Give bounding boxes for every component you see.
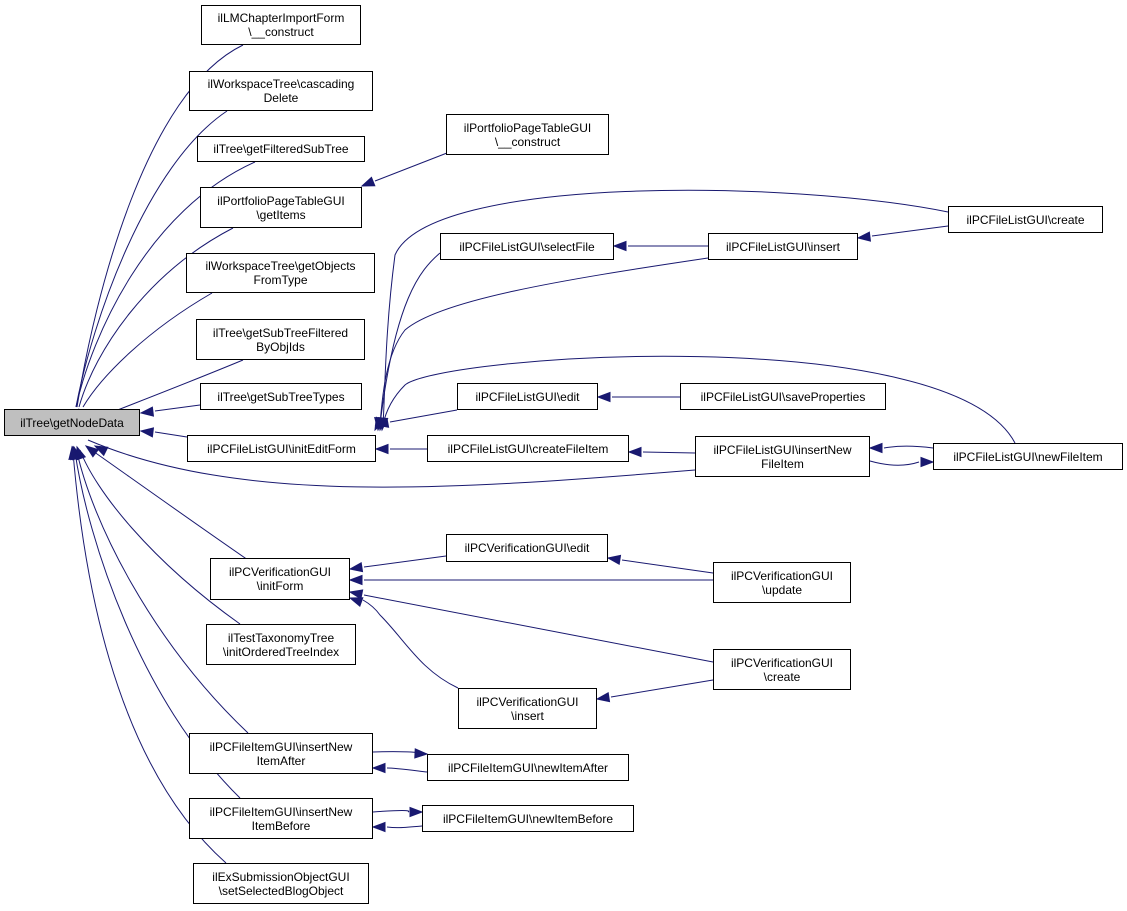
call-edge <box>883 445 934 449</box>
call-edge <box>621 559 714 574</box>
call-edge <box>379 257 709 426</box>
arrowhead <box>595 691 611 703</box>
graph-node-subtypes[interactable]: ilTree\getSubTreeTypes <box>200 383 362 410</box>
graph-node-verifinit[interactable]: ilPCVerificationGUI \initForm <box>210 558 350 600</box>
call-edge <box>382 355 1016 444</box>
call-edge <box>610 679 714 698</box>
arrowhead <box>360 176 376 187</box>
graph-node-selectfile[interactable]: ilPCFileListGUI\selectFile <box>440 233 614 260</box>
call-edge <box>374 152 448 182</box>
call-edge <box>76 451 249 734</box>
graph-node-exsub[interactable]: ilExSubmissionObjectGUI \setSelectedBlog… <box>193 863 369 904</box>
graph-node-wscascade[interactable]: ilWorkspaceTree\cascading Delete <box>189 71 373 111</box>
call-edge <box>78 227 234 408</box>
arrowhead <box>139 427 155 438</box>
arrowhead <box>596 391 611 403</box>
graph-node-flinsert[interactable]: ilPCFileListGUI\insert <box>708 233 858 260</box>
call-edge <box>154 431 188 438</box>
graph-node-newitembefore[interactable]: ilPCFileItemGUI\newItemBefore <box>422 805 634 832</box>
arrowhead <box>371 762 386 774</box>
call-edge <box>871 225 949 237</box>
graph-node-initedit[interactable]: ilPCFileListGUI\initEditForm <box>187 435 376 462</box>
call-edge <box>363 594 714 663</box>
arrowhead <box>920 456 935 468</box>
call-edge <box>89 448 249 561</box>
arrowhead <box>68 445 79 461</box>
graph-node-filtered[interactable]: ilTree\getFilteredSubTree <box>197 136 365 162</box>
arrowhead <box>348 561 364 573</box>
graph-node-wsgetobj[interactable]: ilWorkspaceTree\getObjects FromType <box>186 253 375 293</box>
graph-node-fledit[interactable]: ilPCFileListGUI\edit <box>457 383 598 410</box>
call-edge <box>386 767 428 773</box>
arrowhead <box>93 445 109 457</box>
arrowhead <box>348 574 363 586</box>
call-edge <box>87 439 696 488</box>
arrowhead <box>868 442 883 454</box>
graph-node-saveprops[interactable]: ilPCFileListGUI\saveProperties <box>680 383 886 410</box>
graph-node-insnewfileitem[interactable]: ilPCFileListGUI\insertNew FileItem <box>695 436 870 477</box>
graph-node-root[interactable]: ilTree\getNodeData <box>4 409 140 436</box>
arrowhead <box>612 240 627 252</box>
graph-node-verifcreate[interactable]: ilPCVerificationGUI \create <box>713 649 851 690</box>
call-edge <box>154 404 201 412</box>
graph-node-portgetitems[interactable]: ilPortfolioPageTableGUI \getItems <box>200 187 362 228</box>
graph-node-createfileitem[interactable]: ilPCFileListGUI\createFileItem <box>427 435 629 462</box>
call-edge <box>382 189 949 426</box>
call-edge <box>362 599 459 689</box>
graph-node-newitemafter[interactable]: ilPCFileItemGUI\newItemAfter <box>427 754 629 781</box>
graph-node-insafter[interactable]: ilPCFileItemGUI\insertNew ItemAfter <box>189 733 373 774</box>
arrowhead <box>856 231 872 242</box>
graph-node-taxonomy[interactable]: ilTestTaxonomyTree \initOrderedTreeIndex <box>206 624 356 665</box>
call-edge <box>389 409 458 423</box>
arrowhead <box>348 597 364 608</box>
graph-node-verifedit[interactable]: ilPCVerificationGUI\edit <box>446 534 608 562</box>
call-edge <box>379 252 441 426</box>
arrowhead <box>409 806 424 818</box>
call-edge <box>82 292 213 408</box>
call-edge <box>642 451 696 454</box>
arrowhead <box>627 446 642 458</box>
call-edge <box>75 161 256 408</box>
arrowhead <box>378 417 389 432</box>
graph-node-newfileitem[interactable]: ilPCFileListGUI\newFileItem <box>933 443 1123 470</box>
graph-node-insbefore[interactable]: ilPCFileItemGUI\insertNew ItemBefore <box>189 798 373 839</box>
graph-node-portconstruct[interactable]: ilPortfolioPageTableGUI \__construct <box>446 114 609 155</box>
arrowhead <box>374 443 389 455</box>
call-edge <box>79 449 241 625</box>
graph-node-flcreate[interactable]: ilPCFileListGUI\create <box>948 206 1103 233</box>
arrowhead <box>84 445 100 458</box>
graph-node-subfiltered[interactable]: ilTree\getSubTreeFiltered ByObjIds <box>196 319 365 360</box>
arrowhead <box>414 748 429 759</box>
call-edge <box>75 110 228 408</box>
arrowhead <box>348 589 364 600</box>
call-edge <box>386 825 423 829</box>
call-edge <box>869 460 920 466</box>
arrowhead <box>139 406 155 417</box>
graph-node-verifinsert[interactable]: ilPCVerificationGUI \insert <box>458 688 597 729</box>
graph-node-verifupdate[interactable]: ilPCVerificationGUI \update <box>713 562 851 603</box>
arrowhead <box>371 821 386 833</box>
call-edge <box>72 451 227 864</box>
graph-node-lmchapter[interactable]: ilLMChapterImportForm \__construct <box>201 5 361 45</box>
call-edge <box>372 810 410 813</box>
call-edge <box>363 555 447 568</box>
arrowhead <box>606 554 622 566</box>
